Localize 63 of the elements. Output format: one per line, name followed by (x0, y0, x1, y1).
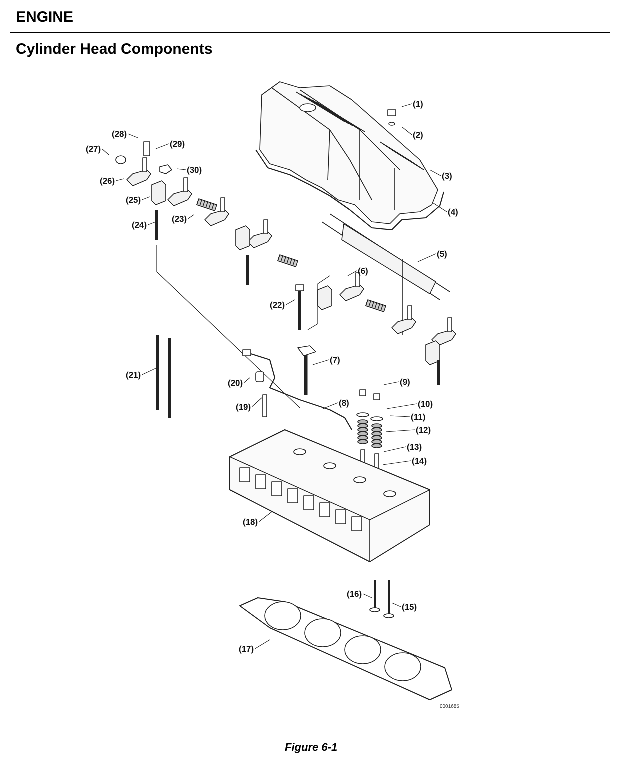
callout-number: (9) (400, 377, 410, 387)
callout-number: (3) (442, 171, 452, 181)
leader-line (128, 134, 138, 138)
leader-line (382, 460, 412, 466)
leader-line (432, 202, 448, 212)
leader-line (156, 144, 170, 150)
callout-number: (27) (86, 144, 102, 154)
figure-caption: Figure 6-1 (285, 742, 338, 754)
callout-number: (28) (112, 129, 128, 139)
callout-number: (12) (416, 425, 432, 435)
callout-number: (25) (126, 195, 142, 205)
leader-line (418, 254, 436, 262)
leader-line (386, 430, 416, 432)
callout-number: (18) (243, 517, 258, 527)
leader-line (102, 148, 110, 156)
callout-number: (1) (413, 99, 424, 109)
leader-line (188, 214, 194, 220)
leader-line (392, 602, 402, 608)
leader-line (312, 360, 330, 366)
leader-line (244, 378, 250, 384)
leader-line (390, 416, 410, 418)
leader-line (116, 178, 124, 182)
callout-number: (20) (228, 378, 244, 388)
callout-number: (14) (412, 456, 428, 466)
page-title: Cylinder Head Components (16, 41, 213, 58)
leader-line (402, 104, 412, 108)
callout-number: (10) (418, 399, 434, 409)
callout-number: (24) (132, 220, 148, 230)
callout-number: (4) (448, 207, 458, 217)
callout-number: (22) (270, 300, 286, 310)
leader-line (286, 300, 296, 306)
leader-line (402, 126, 412, 136)
callout-number: (23) (172, 214, 188, 224)
leader-line (176, 168, 186, 170)
leader-line (254, 640, 270, 650)
leader-line (362, 594, 372, 598)
callout-number: (29) (170, 139, 186, 149)
leader-line (148, 222, 156, 226)
leader-line (430, 170, 442, 176)
callout-number: (8) (339, 398, 350, 408)
callout-number: (7) (330, 355, 340, 365)
callout-number: (13) (407, 442, 422, 452)
callout-number: (16) (347, 589, 362, 599)
leader-line (322, 402, 338, 410)
callout-number: (6) (358, 266, 368, 276)
section-heading: ENGINE (16, 9, 74, 26)
leader-line (142, 368, 158, 376)
callout-number: (30) (187, 165, 202, 175)
leader-line (348, 270, 358, 276)
leader-line (142, 196, 150, 200)
leader-line (252, 398, 262, 408)
leader-line (384, 382, 400, 386)
callout-number: (21) (126, 370, 142, 380)
leader-line (384, 446, 406, 452)
callout-number: (19) (236, 402, 252, 412)
callout-number: (17) (239, 644, 254, 654)
callout-number: (2) (413, 130, 424, 140)
leader-line (386, 404, 418, 410)
leader-line (258, 512, 272, 522)
callout-number: (26) (100, 176, 116, 186)
callout-number: (11) (411, 412, 426, 422)
callout-number: (5) (437, 249, 448, 259)
callout-number: (15) (402, 602, 418, 612)
